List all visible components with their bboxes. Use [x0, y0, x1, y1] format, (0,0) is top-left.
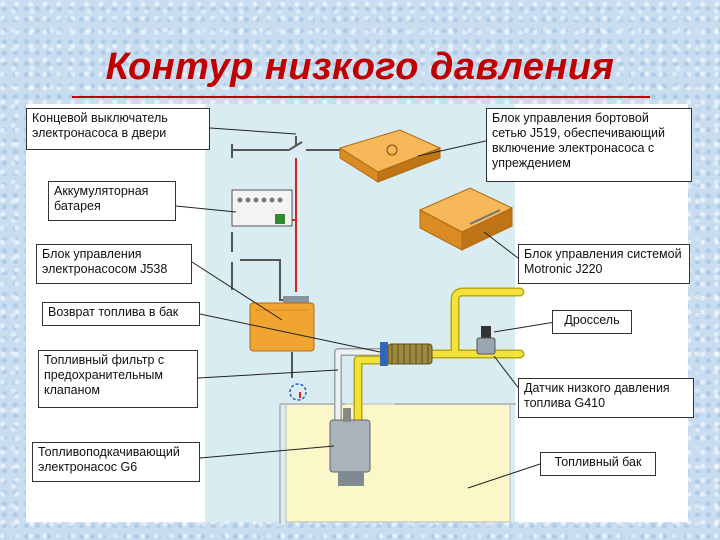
motronic-unit-label: Блок управления системой Motronic J220: [518, 244, 690, 284]
battery-shape: [231, 189, 293, 227]
pump-control-unit-shape: [249, 296, 315, 352]
leader-lines: [175, 127, 556, 489]
throttle-label: Дроссель: [552, 310, 632, 334]
door-switch-label: Концевой выключатель электронасоса в две…: [26, 108, 210, 150]
page-title: Контур низкого давления: [105, 46, 615, 88]
fuel-tank-label: Топливный бак: [540, 452, 656, 476]
motronic-unit-shape: [418, 187, 514, 251]
title-underline: [72, 96, 650, 98]
wire-connector: [289, 383, 307, 401]
fuel-filter-label: Топливный фильтр с предохранительным кла…: [38, 350, 198, 408]
fuel-filter-shape: [380, 342, 433, 366]
pressure-sensor-label: Датчик низкого давления топлива G410: [518, 378, 694, 418]
fuel-tank: [279, 403, 516, 524]
fuel-supply-line: [353, 287, 525, 425]
fuel-return-label: Возврат топлива в бак: [42, 302, 200, 326]
onboard-control-unit-shape: [338, 129, 442, 183]
fuel-pump-label: Топливоподкачивающий электронасос G6: [32, 442, 200, 482]
return-line: [334, 348, 384, 424]
onboard-control-unit-label: Блок управления бортовой сетью J519, обе…: [486, 108, 692, 182]
pump-control-unit-label: Блок управления электронасосом J538: [36, 244, 192, 284]
battery-label: Аккумуляторная батарея: [48, 181, 176, 221]
pressure-sensor-shape: [476, 326, 496, 355]
